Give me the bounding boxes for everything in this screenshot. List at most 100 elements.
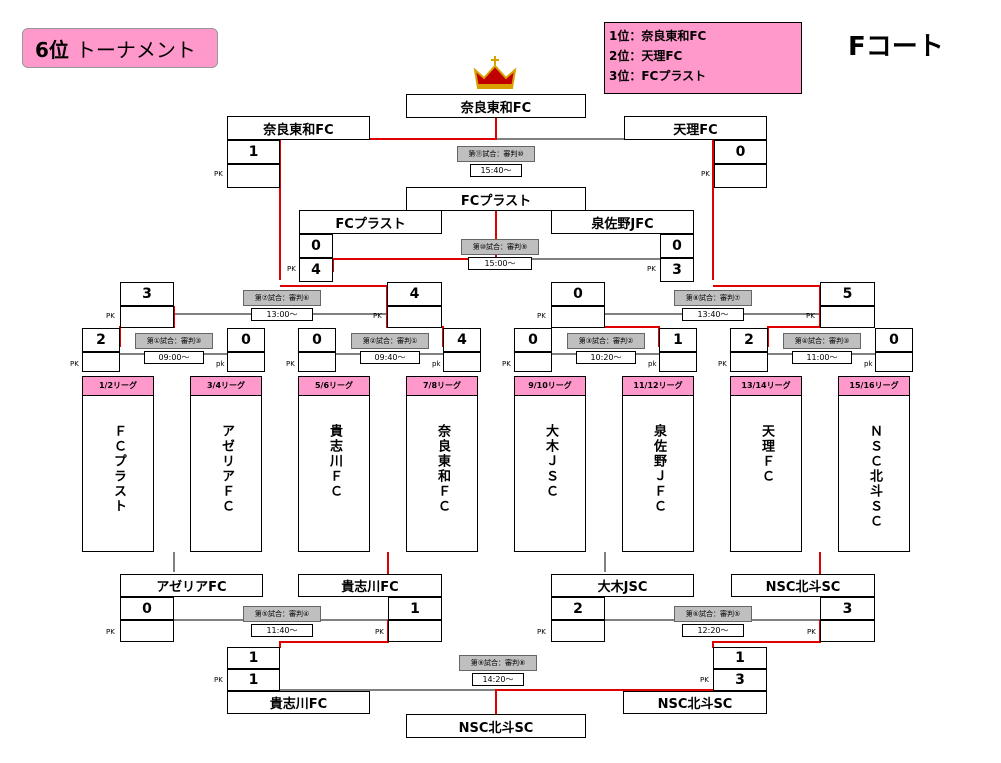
team-name: 貴志川ＦＣ [327, 424, 342, 499]
pk-label: PK [502, 360, 511, 368]
semi2-right-score: 5 [820, 282, 875, 306]
pk-label: PK [701, 170, 710, 178]
qf3-match-info: 第③試合：審判② 10:20～ [567, 333, 645, 364]
semi2-left-pk [551, 306, 605, 328]
title-label: トーナメント [75, 37, 196, 62]
pk-label: PK [375, 628, 384, 636]
title-rank: 6位 [35, 37, 69, 62]
final-right-team: 天理FC [624, 116, 767, 140]
semi1-left-score: 3 [120, 282, 174, 306]
ranking-2: 2位：天理FC [609, 49, 683, 63]
match-time: 09:00～ [144, 351, 204, 364]
match-label: 第②試合：審判① [351, 333, 429, 349]
m6-right-team: NSC北斗SC [731, 574, 875, 597]
semi1-right-pk [387, 306, 442, 328]
match-time: 11:40～ [251, 624, 313, 637]
team-name: 泉佐野ＪＦＣ [651, 424, 666, 514]
m9-left-team: 貴志川FC [227, 691, 370, 714]
final-match-info: 第⑪試合：審判⑩ 15:40～ [457, 146, 535, 177]
pk-label: pk [864, 360, 873, 368]
qf4-match-info: 第④試合：審判③ 11:00～ [783, 333, 861, 364]
match-label: 第⑩試合：審判⑨ [461, 239, 539, 255]
qf3-right-score: 1 [659, 328, 697, 352]
third-right-score: 0 [660, 234, 694, 258]
team-name: 奈良東和ＦＣ [435, 424, 450, 514]
team-name: ＮＳＣ北斗ＳＣ [867, 424, 882, 529]
m9-right-pk: 3 [713, 669, 767, 691]
m6-match-info: 第⑥試合：審判⑤ 12:20～ [674, 606, 752, 637]
m6-right-score: 3 [820, 597, 875, 620]
champion-box: 奈良東和FC [406, 94, 586, 118]
match-label: 第⑨試合：審判⑧ [459, 655, 537, 671]
league-label: 9/10リーグ [514, 376, 586, 396]
match-label: 第⑪試合：審判⑩ [457, 146, 535, 162]
match-label: 第⑤試合：審判④ [243, 606, 321, 622]
m5-right-team: 貴志川FC [298, 574, 442, 597]
m6-left-score: 2 [551, 597, 605, 620]
match-label: 第⑥試合：審判⑤ [674, 606, 752, 622]
qf2-match-info: 第②試合：審判① 09:40～ [351, 333, 429, 364]
qf4-right-score: 0 [875, 328, 913, 352]
semi2-right-pk [820, 306, 875, 328]
qf2-right-score: 4 [443, 328, 481, 352]
league-label: 13/14リーグ [730, 376, 802, 396]
league-label: 5/6リーグ [298, 376, 370, 396]
qf1-match-info: 第①試合：審判③ 09:00～ [135, 333, 213, 364]
match-label: 第⑦試合：審判⑥ [243, 290, 321, 306]
m9-match-info: 第⑨試合：審判⑧ 14:20～ [459, 655, 537, 686]
qf4-left-pk [730, 352, 768, 372]
team-column: 貴志川ＦＣ [298, 395, 370, 552]
pk-label: PK [700, 676, 709, 684]
pk-label: PK [70, 360, 79, 368]
ranking-panel: 1位：奈良東和FC 2位：天理FC 3位：FCプラスト [604, 22, 802, 94]
pk-label: pk [432, 360, 441, 368]
match-time: 13:40～ [682, 308, 744, 321]
third-right-pk: 3 [660, 258, 694, 282]
third-place-box: FCプラスト [406, 187, 586, 211]
m6-left-pk [551, 620, 605, 642]
league-label: 7/8リーグ [406, 376, 478, 396]
m9-right-score: 1 [713, 647, 767, 669]
pk-label: pk [216, 360, 225, 368]
semi2-left-score: 0 [551, 282, 605, 306]
m9-left-score: 1 [227, 647, 280, 669]
third-left-pk: 4 [299, 258, 333, 282]
team-column: 大木ＪＳＣ [514, 395, 586, 552]
league-label: 11/12リーグ [622, 376, 694, 396]
lower-winner-box: NSC北斗SC [406, 714, 586, 738]
third-match-info: 第⑩試合：審判⑨ 15:00～ [461, 239, 539, 270]
final-left-team: 奈良東和FC [227, 116, 370, 140]
final-left-score: 1 [227, 140, 280, 164]
league-label: 3/4リーグ [190, 376, 262, 396]
match-label: 第④試合：審判③ [783, 333, 861, 349]
match-label: 第③試合：審判② [567, 333, 645, 349]
qf2-left-score: 0 [298, 328, 336, 352]
third-left-score: 0 [299, 234, 333, 258]
final-left-pk [227, 164, 280, 188]
league-label: 15/16リーグ [838, 376, 910, 396]
pk-label: PK [537, 628, 546, 636]
qf4-right-pk [875, 352, 913, 372]
qf4-left-score: 2 [730, 328, 768, 352]
match-time: 11:00～ [792, 351, 852, 364]
team-name: ＦＣプラスト [111, 424, 126, 514]
league-label: 1/2リーグ [82, 376, 154, 396]
m9-right-team: NSC北斗SC [623, 691, 767, 714]
pk-label: PK [214, 676, 223, 684]
team-column: ＦＣプラスト [82, 395, 154, 552]
pk-label: PK [287, 265, 296, 273]
pk-label: PK [286, 360, 295, 368]
m5-left-team: アゼリアFC [120, 574, 263, 597]
pk-label: PK [106, 628, 115, 636]
third-left-team: FCプラスト [299, 210, 442, 234]
match-label: 第⑧試合：審判⑦ [674, 290, 752, 306]
pk-label: PK [537, 312, 546, 320]
m6-left-team: 大木JSC [551, 574, 694, 597]
team-name: アゼリアＦＣ [219, 424, 234, 514]
court-label: Fコート [848, 32, 944, 62]
qf2-left-pk [298, 352, 336, 372]
semi1-match-info: 第⑦試合：審判⑥ 13:00～ [243, 290, 321, 321]
m6-right-pk [820, 620, 875, 642]
final-right-pk [714, 164, 767, 188]
pk-label: PK [647, 265, 656, 273]
